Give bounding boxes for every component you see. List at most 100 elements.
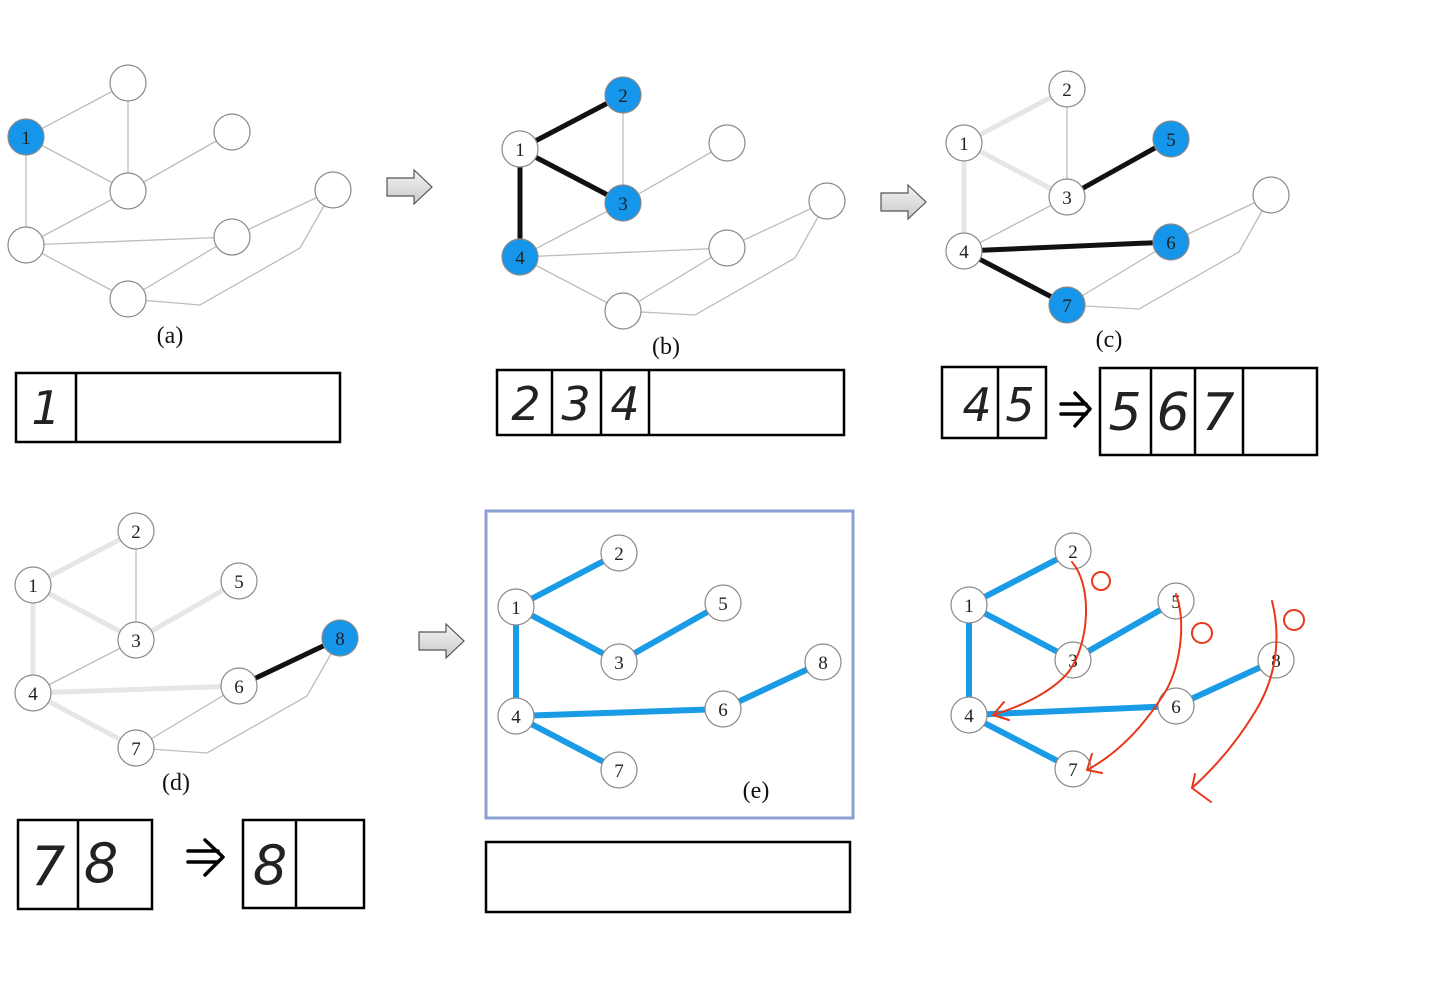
node-3-label: 3 <box>1062 188 1072 209</box>
node-6 <box>704 690 742 728</box>
queue-d-after-item-1: 8 <box>253 834 287 897</box>
node <box>1252 176 1290 214</box>
node-3 <box>1054 641 1092 679</box>
node-1-label: 1 <box>515 140 525 161</box>
queue-e <box>484 840 852 914</box>
annotation-mark-1 <box>1091 571 1111 591</box>
node-7-label: 7 <box>1062 296 1072 317</box>
queue-c-before <box>940 365 1048 440</box>
queue-d-after <box>241 818 366 910</box>
node <box>708 124 746 162</box>
implies-arrow-c <box>1059 391 1092 428</box>
node <box>708 229 746 267</box>
panel-e-edges <box>513 550 825 773</box>
queue-c-after-item-1: 5 <box>1108 383 1141 443</box>
node-2 <box>1048 70 1086 108</box>
node-6 <box>220 667 258 705</box>
node-6 <box>1157 687 1195 725</box>
queue-b-item-1: 2 <box>511 377 540 431</box>
annotation-mark-3 <box>1283 609 1305 631</box>
node <box>604 292 642 330</box>
panel-a-edges <box>25 82 334 306</box>
node-8-label: 8 <box>1271 651 1281 672</box>
queue-c-before-item-1: 4 <box>962 378 991 432</box>
node-4 <box>497 697 535 735</box>
node-1 <box>501 130 539 168</box>
node-5 <box>220 562 258 600</box>
node <box>7 226 45 264</box>
node-6-label: 6 <box>1166 233 1176 254</box>
node-1-label: 1 <box>511 598 521 619</box>
node-2-label: 2 <box>1068 542 1078 563</box>
node-3-label: 3 <box>1068 651 1078 672</box>
node <box>314 171 352 209</box>
queue-a-item-1: 1 <box>31 381 60 435</box>
panel-a-nodes <box>7 64 352 318</box>
node-6-label: 6 <box>718 700 728 721</box>
panel-d-graph: 1 2 3 4 5 6 7 8 (d) <box>14 512 359 796</box>
panel-c-edges <box>961 86 1272 310</box>
step-arrow-3 <box>418 622 465 660</box>
node-1 <box>7 118 45 156</box>
node-5-label: 5 <box>234 572 244 593</box>
node-6-label: 6 <box>234 677 244 698</box>
node-7 <box>117 729 155 767</box>
implies-arrow-d <box>186 838 225 877</box>
node-5-label: 5 <box>1171 592 1181 613</box>
panel-e-nodes <box>497 534 842 789</box>
queue-d-before-item-1: 7 <box>31 835 65 898</box>
panel-d-edges <box>30 528 342 754</box>
panel-a-graph: 1 (a) <box>7 64 352 349</box>
node-2-label: 2 <box>131 522 141 543</box>
step-arrow-1 <box>386 168 433 206</box>
queue-c-after-item-3: 7 <box>1201 383 1234 443</box>
panel-e-frame <box>484 509 855 820</box>
queue-b <box>495 368 846 437</box>
node-7 <box>1048 286 1086 324</box>
panel-b-graph: 1 2 3 4 (b) <box>501 76 846 360</box>
panel-d-nodes <box>14 512 359 767</box>
panel-c-nodes <box>945 70 1290 324</box>
node-1 <box>950 586 988 624</box>
panel-e-graph: 1 2 3 4 5 6 7 8 (e) <box>497 534 842 804</box>
node-4 <box>950 696 988 734</box>
node <box>109 172 147 210</box>
node-5 <box>1157 582 1195 620</box>
queue-b-item-2: 3 <box>561 377 590 431</box>
node-1 <box>945 124 983 162</box>
queue-d-before <box>16 818 154 911</box>
annotation-arrow-1 <box>992 561 1087 716</box>
node-1 <box>497 588 535 626</box>
panel-d-label: (d) <box>162 770 190 796</box>
panel-f-edges <box>966 548 1278 772</box>
node <box>213 113 251 151</box>
panel-c-graph: 1 2 3 4 5 6 7 (c) <box>945 70 1290 353</box>
queue-b-item-3: 4 <box>610 377 639 431</box>
node-3-label: 3 <box>618 194 628 215</box>
annotation-mark-2 <box>1191 622 1213 644</box>
node-1-label: 1 <box>964 596 974 617</box>
node <box>109 280 147 318</box>
node <box>808 182 846 220</box>
panel-f-nodes <box>950 532 1295 788</box>
node-1-label: 1 <box>959 134 969 155</box>
panel-a-label: (a) <box>157 323 184 349</box>
node-2 <box>604 76 642 114</box>
node-7-label: 7 <box>614 761 624 782</box>
node-5-label: 5 <box>718 594 728 615</box>
queue-c-after-item-2: 6 <box>1156 383 1189 443</box>
node-1 <box>14 566 52 604</box>
node-8-label: 8 <box>818 653 828 674</box>
node-4 <box>945 232 983 270</box>
node-7-label: 7 <box>131 739 141 760</box>
annotation-arrow-2 <box>1086 593 1183 771</box>
node-5 <box>1152 120 1190 158</box>
node-7 <box>1054 750 1092 788</box>
node <box>109 64 147 102</box>
node-5 <box>704 584 742 622</box>
node-3 <box>600 643 638 681</box>
node-6 <box>1152 223 1190 261</box>
panel-b-label: (b) <box>652 334 680 360</box>
step-arrow-2 <box>880 183 927 221</box>
